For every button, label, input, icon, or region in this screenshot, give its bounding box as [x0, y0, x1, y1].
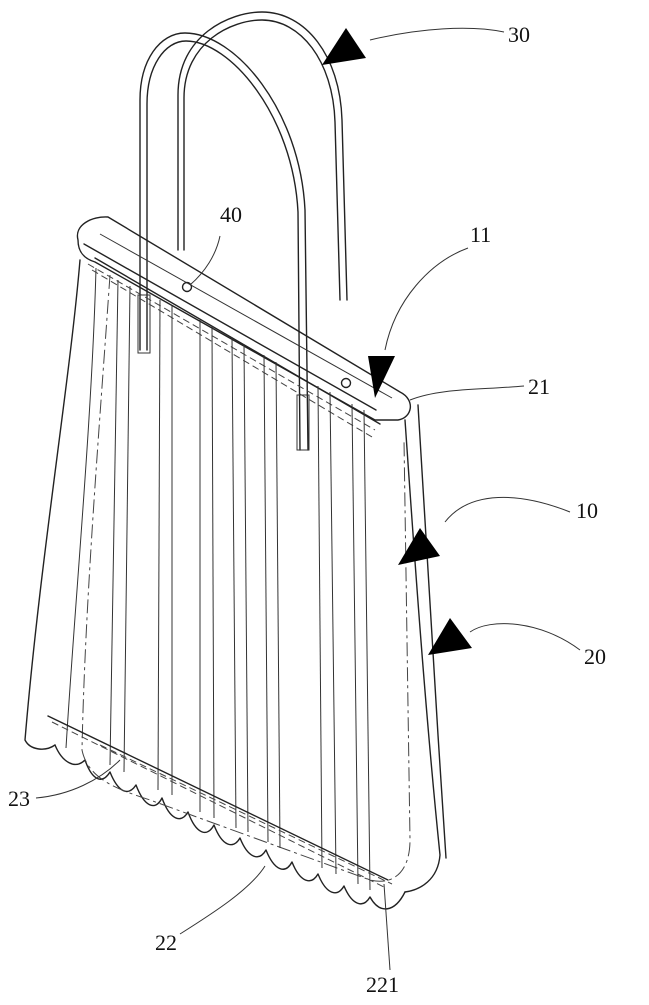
arrow-20: [428, 618, 472, 655]
reference-numerals: 30 40 11 21 10 20 23 22 221: [8, 22, 606, 997]
label-10: 10: [576, 498, 598, 523]
arrowheads: [322, 28, 472, 655]
arrow-30: [322, 28, 366, 65]
hole-back: [342, 379, 351, 388]
label-20: 20: [584, 644, 606, 669]
label-23: 23: [8, 786, 30, 811]
inner-bag: [66, 268, 410, 890]
label-22: 22: [155, 930, 177, 955]
bottom-line: [48, 716, 392, 888]
handle-straps: [138, 12, 347, 450]
arrow-10: [398, 528, 440, 565]
hole-front: [183, 283, 192, 292]
label-11: 11: [470, 222, 491, 247]
label-221: 221: [366, 972, 399, 997]
label-30: 30: [508, 22, 530, 47]
leader-lines: [36, 28, 580, 970]
label-21: 21: [528, 374, 550, 399]
label-40: 40: [220, 202, 242, 227]
bag-rim: [77, 217, 410, 437]
